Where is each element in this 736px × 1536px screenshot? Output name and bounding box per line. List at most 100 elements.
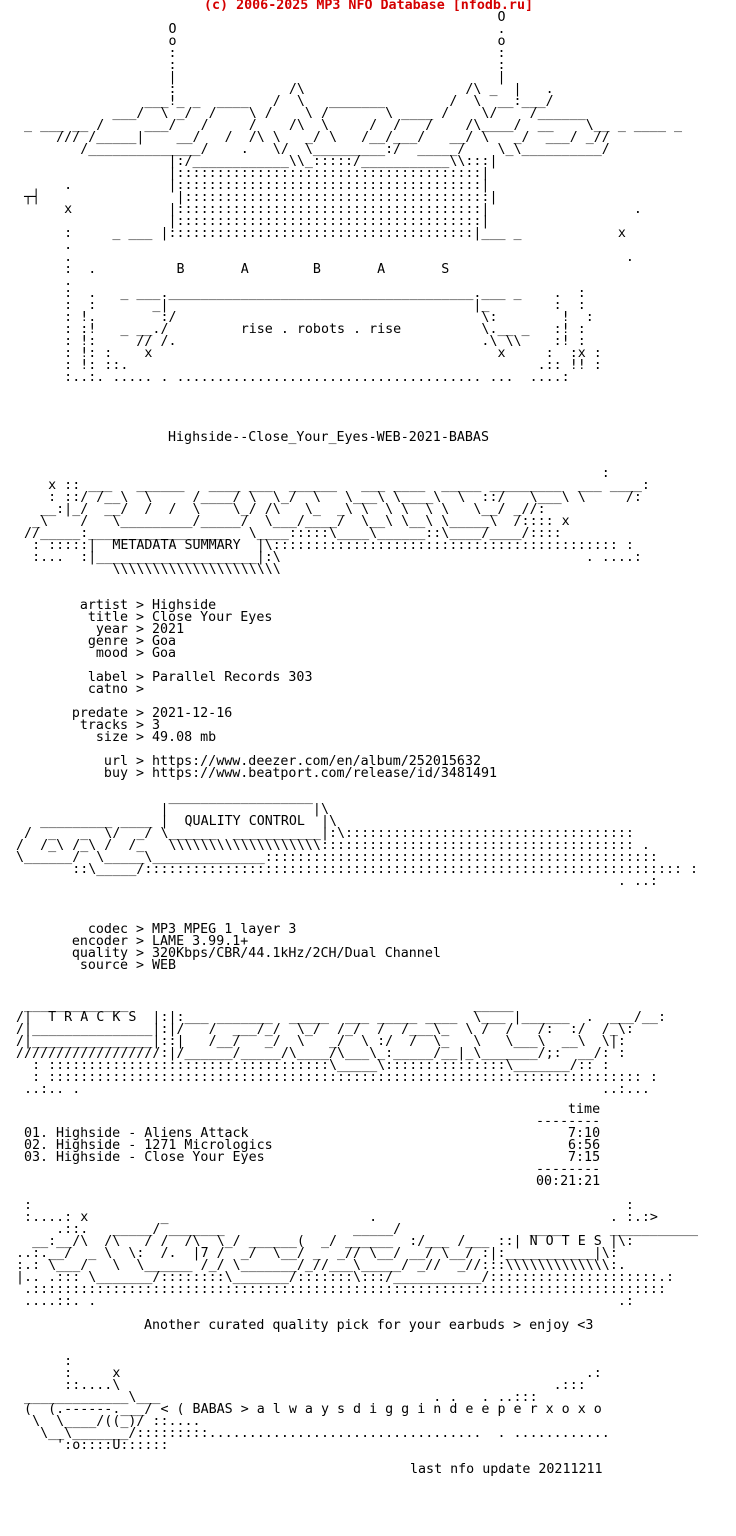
ascii-art-line: / _ _ \/ _/ \______ ___________|:\::::::… xyxy=(8,826,634,841)
ascii-art-line: \______/ \_____\______________::::::::::… xyxy=(8,850,658,865)
track-time: 6:56 xyxy=(568,1138,601,1153)
ascii-art-line: __:__/\ /\ / / /\ \_/ ______( _/ ______ … xyxy=(8,1234,634,1249)
ascii-art-line: ..:.. . ..:... xyxy=(8,1082,650,1097)
ascii-art-line: . ..: xyxy=(8,874,658,889)
field-value-title: Close Your Eyes xyxy=(152,610,273,625)
field-separator: > xyxy=(136,754,145,769)
ascii-art-line: O . xyxy=(8,22,506,37)
ascii-art-line: : !. :/ \: ! : xyxy=(8,310,594,325)
track-number: 01. xyxy=(24,1126,49,1141)
field-label-tracks: tracks xyxy=(79,718,128,733)
ascii-art-line: ::....\ .::: xyxy=(8,1378,586,1393)
field-separator: > xyxy=(136,706,145,721)
field-label-year: year xyxy=(95,622,128,637)
field-separator: > xyxy=(136,646,145,661)
field-value-quality: 320Kbps/CBR/44.1kHz/2CH/Dual Channel xyxy=(152,946,441,961)
ascii-art-line: :....: x _ . . :.:> xyxy=(8,1210,658,1225)
field-separator: > xyxy=(136,946,145,961)
field-separator: > xyxy=(136,634,145,649)
ascii-art-line: : : xyxy=(8,1198,634,1213)
ascii-art-line: ┬┤ |::::::::::::::::::::::::::::::::::::… xyxy=(8,190,498,205)
ascii-art-line: : ::::::::::::::::::::::::::::::::::::::… xyxy=(8,1070,658,1085)
ascii-art-line: O xyxy=(8,10,506,25)
time-column-header: time xyxy=(568,1102,601,1117)
ascii-art-line: . |:::::::::::::::::::::::::::::::::::::… xyxy=(8,178,490,193)
field-label-genre: genre xyxy=(87,634,128,649)
field-separator: > xyxy=(136,670,145,685)
field-label-codec: codec xyxy=(87,922,128,937)
ascii-art-line: /______________/ . \/ \_________:/ _____… xyxy=(8,142,610,157)
track-number: 03. xyxy=(24,1150,49,1165)
ascii-art-line: : x .: xyxy=(8,1366,602,1381)
ascii-art-line: ':o::::U:::::: xyxy=(8,1438,169,1453)
last-update-tag: last nfo update 20211211 xyxy=(410,1462,603,1477)
field-separator: > xyxy=(136,766,145,781)
ascii-art-line: | | xyxy=(8,70,506,85)
field-value-label: Parallel Records 303 xyxy=(152,670,313,685)
ascii-art-line: :... :|____________________|:\ . ....: xyxy=(8,550,642,565)
ascii-art-line: x :: ___ ______ ____ ___ ______ ___ ____… xyxy=(8,478,650,493)
ascii-art-line: . . xyxy=(8,250,634,265)
ascii-art-line: . xyxy=(8,238,73,253)
field-separator: > xyxy=(136,610,145,625)
field-separator: > xyxy=(136,622,145,637)
ascii-art-line: :..:. ..... . ..........................… xyxy=(8,370,570,385)
ascii-art-line: _________ ____ | QUALITY CONTROL |\ xyxy=(8,814,337,829)
field-label-size: size xyxy=(95,730,128,745)
ascii-art-line: .::. _____/ _______ _____/ ____ ________… xyxy=(8,1222,699,1237)
track-title: Highside - 1271 Micrologics xyxy=(56,1138,273,1153)
field-label-url: url xyxy=(103,754,128,769)
ascii-art-line: |.. .::: \_______/::::::::\_______/:::::… xyxy=(8,1270,675,1285)
field-label-artist: artist xyxy=(79,598,128,613)
release-name: Highside--Close_Your_Eyes-WEB-2021-BABAS xyxy=(168,430,489,445)
ascii-art-line: __________________ xyxy=(8,790,313,805)
ascii-art-line: : /\ /\ _ | . xyxy=(8,82,554,97)
field-separator: > xyxy=(136,922,145,937)
ascii-art-line: : xyxy=(8,1354,73,1369)
ascii-art-line: .:::::::::::::::::::::::::::::::::::::::… xyxy=(8,1282,666,1297)
ascii-art-line: : xyxy=(8,466,610,481)
field-value-tracks: 3 xyxy=(152,718,161,733)
tracklist-rule-top: -------- xyxy=(536,1114,601,1129)
ascii-art-line: \ \____/((_)/ ::.... xyxy=(8,1414,201,1429)
field-label-buy: buy xyxy=(103,766,128,781)
field-separator: > xyxy=(136,730,145,745)
track-title: Highside - Close Your Eyes xyxy=(56,1150,265,1165)
ascii-art-line: : !: : x x : :x : xyxy=(8,346,602,361)
field-label-predate: predate xyxy=(71,706,128,721)
ascii-art-line: \__\_______/:::::::::...................… xyxy=(8,1426,610,1441)
field-value-mood: Goa xyxy=(152,646,177,661)
ascii-art-line: _____________ _____ xyxy=(8,998,666,1013)
copyright-banner: (c) 2006-2025 MP3 NFO Database [nfodb.ru… xyxy=(204,0,533,13)
ascii-art-line: x |:::::::::::::::::::::::::::::::::::::… xyxy=(8,202,642,217)
ascii-art-line: ::\_____/:::::::::::::::::::::::::::::::… xyxy=(8,862,699,877)
tracklist-rule-bottom: -------- xyxy=(536,1162,601,1177)
ascii-art-line: ___/ \ _/ / \ / \ / \ ____ / \/ /______ xyxy=(8,106,586,121)
ascii-art-line: : _ ___ |:::::::::::::::::::::::::::::::… xyxy=(8,226,626,241)
notes-text: Another curated quality pick for your ea… xyxy=(144,1318,594,1333)
field-value-encoder: LAME 3.99.1+ xyxy=(152,934,249,949)
ascii-art-line: : :! _ __./ rise . robots . rise \.__ _ … xyxy=(8,322,586,337)
field-label-mood: mood xyxy=(95,646,128,661)
ascii-art-line: ....::. . .: xyxy=(8,1294,634,1309)
ascii-art-line: ( (.------.___/ < ( BABAS > a l w a y s … xyxy=(8,1402,602,1417)
ascii-art-line: : : _| |_ : : xyxy=(8,298,586,313)
field-value-buy[interactable]: https://www.beatport.com/release/id/3481… xyxy=(152,766,498,781)
field-separator: > xyxy=(136,682,145,697)
ascii-art-line: __:|_/ __/ / / \ \_/ /\ \_ _\ \ \ \ \ \ … xyxy=(8,502,546,517)
field-separator: > xyxy=(136,598,145,613)
ascii-art-line: ___!_ _ ____ / \ _______ / \ __:___/ xyxy=(8,94,554,109)
ascii-art-line: o o xyxy=(8,34,506,49)
ascii-art-line: : :::::| METADATA SUMMARY |\::::::::::::… xyxy=(8,538,634,553)
field-label-catno: catno xyxy=(87,682,128,697)
field-value-size: 49.08 mb xyxy=(152,730,217,745)
field-value-url[interactable]: https://www.deezer.com/en/album/25201563… xyxy=(152,754,481,769)
ascii-art-line: : : xyxy=(8,58,506,73)
ascii-art-line: /|_______________|::| /__/ _/ \ _/ \ :/ … xyxy=(8,1034,626,1049)
ascii-art-line: : !: // /. .\ \\ :! : xyxy=(8,334,586,349)
ascii-art-line: : . _ ___.______________________________… xyxy=(8,286,586,301)
field-value-codec: MP3 MPEG 1 layer 3 xyxy=(152,922,297,937)
field-separator: > xyxy=(136,958,145,973)
field-label-quality: quality xyxy=(71,946,128,961)
